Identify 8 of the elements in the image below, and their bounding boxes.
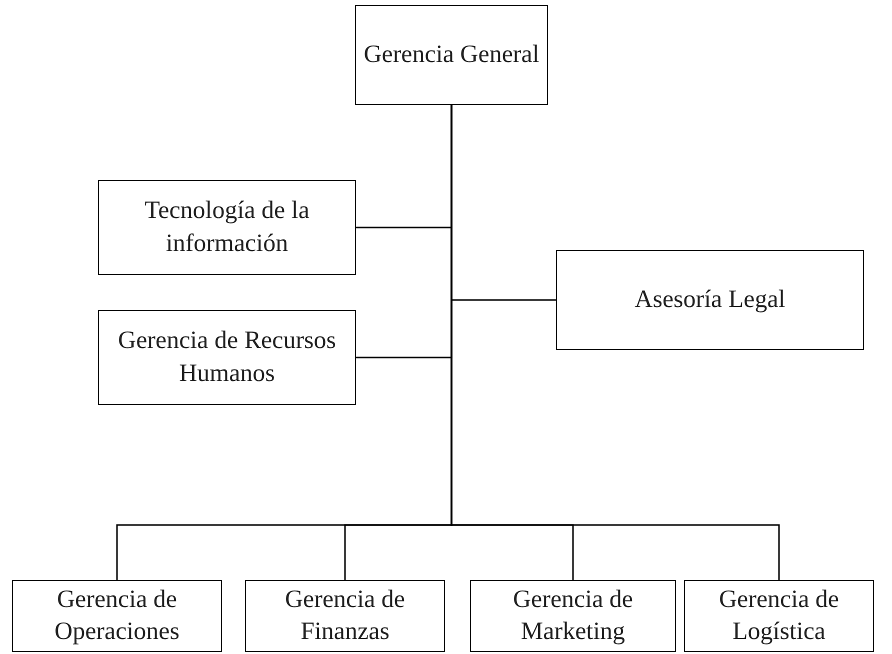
org-box: Gerencia de Operaciones	[12, 580, 222, 652]
org-box: Gerencia de Marketing	[470, 580, 676, 652]
org-box: Tecnología de la información	[98, 180, 356, 275]
org-box: Gerencia General	[355, 5, 548, 105]
org-box: Asesoría Legal	[556, 250, 864, 350]
org-box: Gerencia de Logística	[684, 580, 874, 652]
org-box: Gerencia de Recursos Humanos	[98, 310, 356, 405]
org-box: Gerencia de Finanzas	[245, 580, 445, 652]
